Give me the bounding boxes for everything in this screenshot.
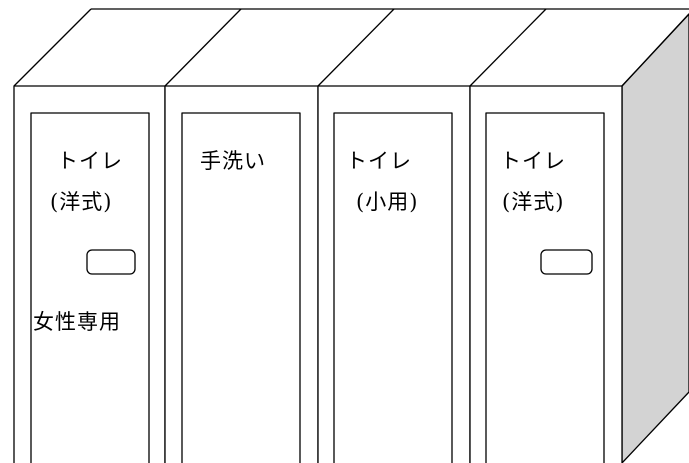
roof-edge-1 xyxy=(13,8,92,87)
booth-1-handle xyxy=(86,249,136,275)
booth-4-type: (洋式) xyxy=(502,190,565,214)
booth-4-handle xyxy=(540,249,593,275)
booth-4-title: トイレ xyxy=(500,149,566,173)
block-side-face xyxy=(621,13,689,463)
roof-edge-4 xyxy=(469,8,547,87)
roof-edge-3 xyxy=(317,8,395,87)
roof-edge-2 xyxy=(164,8,242,87)
booth-2-title: 手洗い xyxy=(200,149,266,173)
booth-1-door xyxy=(30,112,150,463)
booth-3-title: トイレ xyxy=(346,149,412,173)
booth-3-type: (小用) xyxy=(356,190,419,214)
booth-4-door xyxy=(485,112,605,463)
booth-1-title: トイレ xyxy=(57,149,123,173)
booth-1-sign: 女性専用 xyxy=(33,310,121,334)
booth-2-door xyxy=(181,112,301,463)
roof-edge-5 xyxy=(621,13,689,87)
booth-1-type: (洋式) xyxy=(50,190,113,214)
booth-3-door xyxy=(333,112,453,463)
